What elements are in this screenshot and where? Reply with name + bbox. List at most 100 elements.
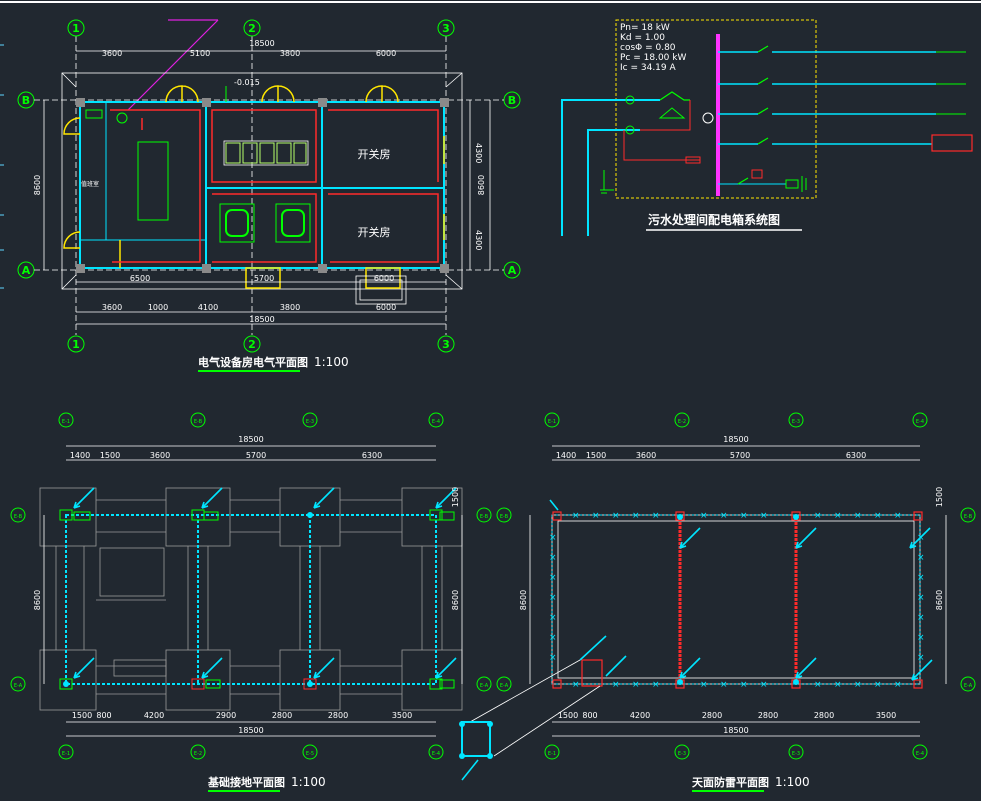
dim-text: 1500 <box>451 487 460 507</box>
dim-text: 3800 <box>280 303 300 312</box>
load-box <box>931 134 973 152</box>
dim-text: 18500 <box>723 435 748 444</box>
svg-text:×: × <box>834 511 842 521</box>
dim-text: 2800 <box>702 711 722 720</box>
axis-label: 2 <box>248 22 256 35</box>
light-fixture <box>259 142 275 164</box>
dim-text: 6300 <box>362 451 382 460</box>
axis-bubble-3-bottom: 3 <box>437 335 455 353</box>
axis-label: E-1 <box>548 751 556 757</box>
dim-text: 18500 <box>238 435 263 444</box>
dim-text: 3500 <box>876 711 896 720</box>
dim-text: 8600 <box>451 590 460 610</box>
svg-text:×: × <box>874 511 882 521</box>
door-swing <box>365 85 399 103</box>
axis-label: A <box>508 264 517 277</box>
dim-text: 6300 <box>846 451 866 460</box>
svg-text:×: × <box>549 553 557 563</box>
dim-text: 5700 <box>730 451 750 460</box>
circuit <box>328 193 439 263</box>
node <box>625 95 635 105</box>
svg-text:×: × <box>814 511 822 521</box>
dim-text: 1500 <box>935 487 944 507</box>
axis-label: E-3 <box>678 751 686 757</box>
svg-text:×: × <box>652 511 660 521</box>
dim-text: 2800 <box>758 711 778 720</box>
ground-terminal <box>785 179 799 189</box>
footing <box>39 649 97 711</box>
circuit <box>212 193 317 263</box>
axis-bubbles-side: E-B E-A E-B E-A <box>10 507 492 692</box>
transformer <box>275 203 311 243</box>
axis-label: 3 <box>442 22 450 35</box>
dim-text: 1400 <box>556 451 576 460</box>
axis-label: A <box>22 264 31 277</box>
dim-text: 4100 <box>198 303 218 312</box>
axis-label: E-B <box>480 514 489 520</box>
node <box>625 125 635 135</box>
dim-text: 800 <box>582 711 597 720</box>
axis-label: E-4 <box>432 419 440 425</box>
axis-label: E-4 <box>916 751 924 757</box>
plan-1-equipment-room: 1 2 3 1 2 3 B A <box>17 19 521 372</box>
dim-text: 6500 <box>130 274 150 283</box>
axis-label: E-2 <box>194 751 202 757</box>
circuit <box>211 109 317 183</box>
svg-text:×: × <box>740 680 748 690</box>
param-line: Pn= 18 kW <box>620 23 670 33</box>
roof-outline <box>61 72 463 290</box>
dim-text: 5700 <box>246 451 266 460</box>
dim-text: 18500 <box>238 726 263 735</box>
door-swing <box>63 117 81 135</box>
light-fixture <box>276 142 292 164</box>
dim-text: 4300 <box>474 230 483 250</box>
transformer-core <box>281 209 305 237</box>
dim-text: 2800 <box>328 711 348 720</box>
light-fixture <box>225 142 241 164</box>
dim-text: 3500 <box>392 711 412 720</box>
equipment-panel <box>137 141 169 221</box>
column <box>440 264 449 273</box>
dim-text: 6000 <box>376 49 396 58</box>
ground-electrodes <box>59 509 455 690</box>
axis-label: 2 <box>248 338 256 351</box>
svg-text:×: × <box>592 511 600 521</box>
roof-hip <box>445 72 463 88</box>
param-line: Pc = 18.00 kW <box>620 53 686 63</box>
axis-label: E-3 <box>306 419 314 425</box>
door-swing <box>165 85 199 103</box>
roof-hip <box>61 274 77 290</box>
ground-leader-arrows <box>73 487 457 679</box>
distribution-box-system-diagram: Pn= 18 kW Kd = 1.00 cosΦ = 0.80 Pc = 18.… <box>561 19 973 236</box>
ground-ring <box>65 514 437 685</box>
door-swing <box>63 231 81 249</box>
belt-support-marks: ××××× ×××× ××××× ×××× ×××× ××××× ×××××××… <box>549 511 925 690</box>
axis-bubble-B-right: B <box>503 91 521 109</box>
room-label: 值班室 <box>81 180 99 188</box>
axis-label: E-B <box>964 514 973 520</box>
svg-text:×: × <box>632 680 640 690</box>
axis-label: E-3 <box>792 751 800 757</box>
axis-bubbles-side: E-B E-A E-B E-A <box>496 507 976 692</box>
dim-text: 2800 <box>272 711 292 720</box>
dim-text: 5100 <box>190 49 210 58</box>
axis-label: E-2 <box>678 419 686 425</box>
svg-text:×: × <box>874 680 882 690</box>
incoming-feeder <box>561 99 660 236</box>
axis-bubble-2-top: 2 <box>243 19 261 37</box>
svg-text:×: × <box>652 680 660 690</box>
dim-text: 8600 <box>935 590 944 610</box>
fixture-group <box>223 140 309 166</box>
dim-text: 1500 <box>100 451 120 460</box>
axis-bubbles-top: E-1 E-2 E-3 E-4 <box>544 412 928 428</box>
svg-text:×: × <box>720 511 728 521</box>
dim-text: 3600 <box>150 451 170 460</box>
param-line: Ic = 34.19 A <box>620 63 676 73</box>
door-swing <box>261 85 295 103</box>
wiring-red <box>110 109 439 263</box>
dim-text: 8600 <box>33 175 42 195</box>
